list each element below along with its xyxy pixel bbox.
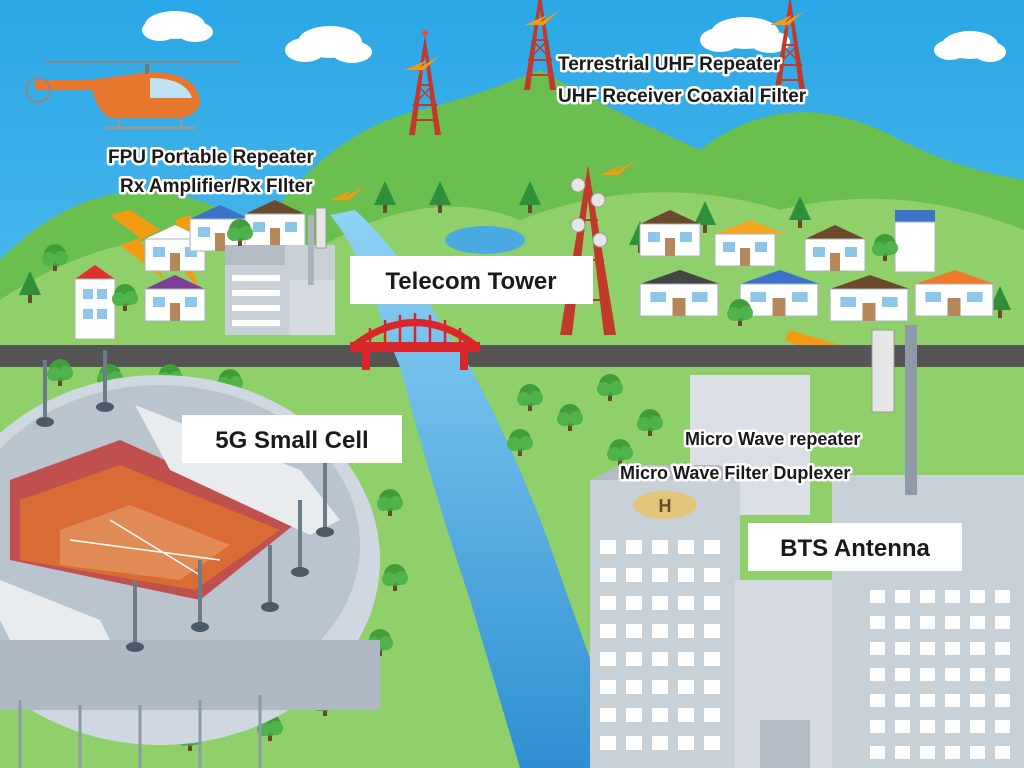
- label-bts-antenna: BTS Antenna: [780, 535, 930, 562]
- label-micro-wave-filter-duplexer: Micro Wave Filter Duplexer: [620, 463, 850, 483]
- label-fpu-portable-repeater: FPU Portable Repeater: [108, 147, 314, 168]
- signal-bolt-icon: [785, 330, 870, 372]
- cloud-icon: [142, 11, 213, 42]
- label-box-5g-small-cell: [182, 415, 402, 463]
- label-micro-wave-repeater: Micro Wave repeater: [685, 429, 860, 449]
- cloud-icon: [285, 26, 372, 63]
- bridge-icon: [350, 313, 480, 370]
- label-telecom-tower: Telecom Tower: [385, 268, 556, 295]
- label-rx-amplifier-filter: Rx Amplifier/Rx FIlter: [120, 176, 313, 197]
- cloud-icon: [700, 17, 790, 53]
- pond: [445, 226, 525, 254]
- helipad-letter: H: [659, 496, 672, 516]
- cloud-icon: [934, 31, 1006, 62]
- stadium-icon: [0, 350, 380, 768]
- helipad-icon: [633, 491, 697, 519]
- factory-building: [225, 245, 335, 335]
- label-box-telecom-tower: [350, 256, 593, 304]
- antenna-icon: [871, 325, 917, 495]
- helicopter-icon: [25, 61, 240, 130]
- label-terrestrial-uhf-repeater: Terrestrial UHF Repeater: [558, 54, 781, 75]
- label-5g-small-cell: 5G Small Cell: [215, 427, 368, 454]
- label-box-bts-antenna: [748, 523, 962, 571]
- road: [0, 345, 1024, 367]
- label-uhf-receiver-coaxial-filter: UHF Receiver Coaxial Filter: [558, 86, 807, 107]
- antenna-icon: [308, 207, 327, 285]
